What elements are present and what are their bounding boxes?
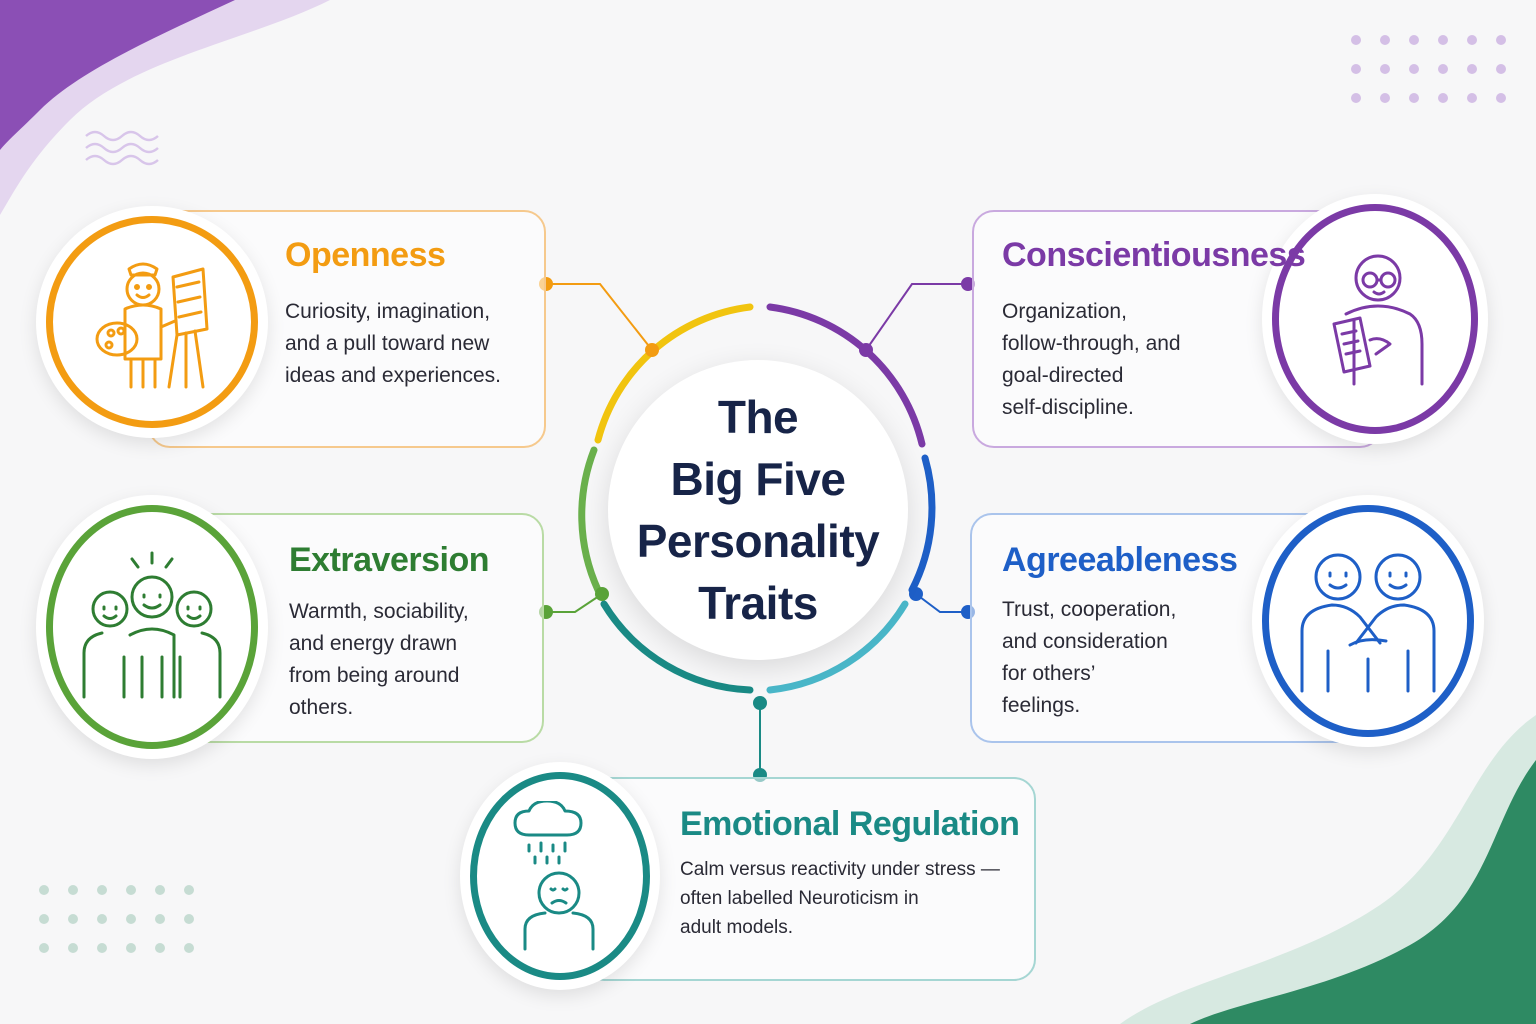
decor-dot bbox=[68, 885, 78, 895]
painter-easel-icon bbox=[95, 262, 209, 389]
decor-dot bbox=[1351, 64, 1361, 74]
decor-dot bbox=[97, 885, 107, 895]
extraversion-description: Warmth, sociability, and energy drawn fr… bbox=[289, 600, 469, 719]
conscientiousness-title: Conscientiousness bbox=[1002, 236, 1306, 274]
decor-dot bbox=[184, 885, 194, 895]
agreeableness-title: Agreeableness bbox=[1002, 541, 1238, 579]
decor-dot bbox=[97, 914, 107, 924]
conscientiousness-icon-ring bbox=[1262, 194, 1488, 444]
decor-dot bbox=[39, 885, 49, 895]
openness-icon-ring bbox=[36, 206, 268, 438]
decor-dot bbox=[1467, 35, 1477, 45]
emotional-regulation-description: Calm versus reactivity under stress — of… bbox=[680, 859, 1000, 938]
decor-dot bbox=[68, 943, 78, 953]
agreeableness-icon-ring bbox=[1252, 495, 1484, 747]
decor-dot bbox=[1467, 64, 1477, 74]
center-title: The Big Five Personality Traits bbox=[636, 391, 880, 629]
openness-title: Openness bbox=[285, 236, 446, 274]
decor-dot bbox=[1467, 93, 1477, 103]
extraversion-icon-ring bbox=[36, 495, 268, 759]
extraversion-title: Extraversion bbox=[289, 541, 490, 579]
center-circle: The Big Five Personality Traits bbox=[608, 360, 908, 660]
rain-cloud-sad-icon bbox=[513, 801, 595, 951]
decor-dot bbox=[184, 914, 194, 924]
decor-dot bbox=[126, 914, 136, 924]
decor-dot bbox=[126, 885, 136, 895]
decor-dot bbox=[1438, 93, 1448, 103]
emotional-regulation-icon-ring bbox=[460, 762, 660, 990]
decor-dot bbox=[1438, 64, 1448, 74]
group-people-icon bbox=[82, 551, 222, 699]
conscientiousness-description: Organization, follow-through, and goal-d… bbox=[1002, 300, 1181, 419]
decor-dot bbox=[1351, 35, 1361, 45]
handshake-icon bbox=[1300, 553, 1436, 693]
decor-dot bbox=[126, 943, 136, 953]
decor-dot bbox=[1496, 93, 1506, 103]
person-clipboard-icon bbox=[1332, 254, 1424, 386]
decor-dot bbox=[1409, 93, 1419, 103]
decor-dot bbox=[1409, 35, 1419, 45]
decor-dot bbox=[155, 943, 165, 953]
decor-dot bbox=[1351, 93, 1361, 103]
agreeableness-description: Trust, cooperation, and consideration fo… bbox=[1002, 598, 1177, 717]
decor-dot bbox=[1409, 64, 1419, 74]
emotional-regulation-title: Emotional Regulation bbox=[680, 805, 1020, 843]
decor-dot bbox=[1380, 93, 1390, 103]
decor-dot bbox=[39, 943, 49, 953]
decor-dot bbox=[184, 943, 194, 953]
decor-dot bbox=[1380, 64, 1390, 74]
decor-dot bbox=[1438, 35, 1448, 45]
decor-dot bbox=[39, 914, 49, 924]
openness-description: Curiosity, imagination, and a pull towar… bbox=[285, 300, 501, 387]
decor-dot bbox=[155, 914, 165, 924]
decor-dot bbox=[155, 885, 165, 895]
decor-dot bbox=[68, 914, 78, 924]
decor-dot bbox=[1496, 35, 1506, 45]
decor-dot bbox=[1380, 35, 1390, 45]
decor-dot bbox=[1496, 64, 1506, 74]
decor-dot bbox=[97, 943, 107, 953]
